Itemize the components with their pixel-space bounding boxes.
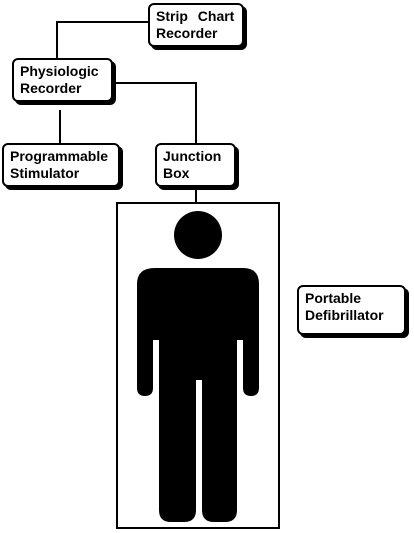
patient-figure-icon	[137, 211, 259, 522]
physiologic-recorder-label-line1: Physiologic	[20, 63, 99, 79]
patient-torso	[137, 268, 259, 522]
patient-table	[116, 202, 280, 529]
physiologic-recorder-label-line2: Recorder	[20, 80, 82, 96]
junction-box-label-line2: Box	[163, 165, 190, 181]
programmable-stimulator-label-line1: Programmable	[10, 148, 109, 164]
patient-head	[174, 211, 222, 259]
connector-physiologic-to-junction-box	[113, 82, 197, 143]
strip-chart-recorder-label-line1: Strip Chart	[156, 8, 235, 24]
strip-chart-recorder-box: Strip Chart Recorder	[148, 3, 244, 47]
programmable-stimulator-box: Programmable Stimulator	[2, 143, 120, 187]
junction-box-box: Junction Box	[155, 143, 236, 187]
portable-defibrillator-label-line2: Defibrillator	[305, 307, 384, 323]
strip-chart-recorder-label-line2: Recorder	[156, 25, 218, 41]
junction-box-label-line1: Junction	[163, 148, 222, 164]
portable-defibrillator-box: Portable Defibrillator	[297, 285, 406, 335]
physiologic-recorder-box: Physiologic Recorder	[12, 58, 113, 102]
programmable-stimulator-label-line2: Stimulator	[10, 165, 80, 181]
portable-defibrillator-label-line1: Portable	[305, 290, 362, 306]
connector-physiologic-to-strip-chart	[56, 21, 150, 60]
